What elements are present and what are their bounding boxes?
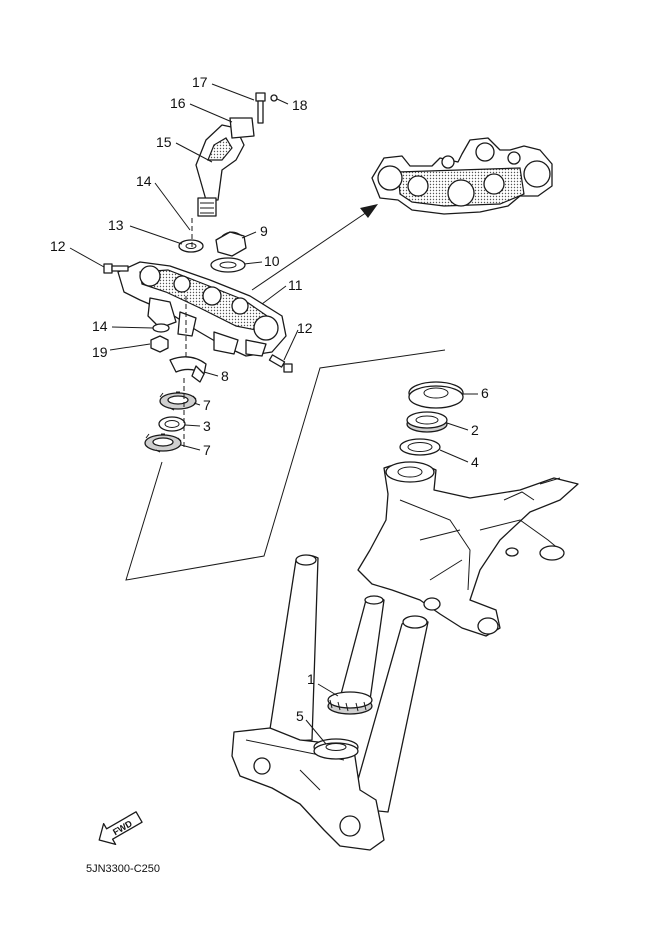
bolt-12-right (268, 354, 293, 373)
ring-nut-7-lower (144, 433, 182, 453)
callout-12: 12 (297, 320, 313, 336)
bearing-2 (406, 411, 448, 433)
upper-triple-clamp (117, 261, 287, 357)
nut-9 (215, 231, 247, 257)
seal-5 (313, 738, 359, 760)
ring-nut-7-upper (159, 391, 197, 411)
lower-fork-assembly (231, 554, 429, 851)
relation-line (125, 349, 446, 581)
callout-1: 1 (307, 671, 315, 687)
callout-11: 11 (288, 277, 303, 293)
washer-10 (210, 257, 246, 273)
callout-14: 14 (92, 318, 108, 334)
inset-arrow (251, 204, 378, 291)
nut-19 (150, 335, 169, 353)
alignment-line-stem (183, 218, 193, 450)
washer-14-lower (152, 323, 170, 333)
callout-15: 15 (156, 134, 172, 150)
callout-2: 2 (471, 422, 479, 438)
upper-clamp-inset (371, 137, 553, 215)
callout-9: 9 (260, 223, 268, 239)
callout-19: 19 (92, 344, 108, 360)
callout-13: 13 (108, 217, 124, 233)
callout-7: 7 (203, 442, 211, 458)
callout-5: 5 (296, 708, 304, 724)
callouts: 17 18 16 15 14 13 9 12 10 11 14 12 19 8 … (50, 74, 489, 724)
lock-washer-8 (169, 356, 207, 383)
callout-4: 4 (471, 454, 479, 470)
washer-3 (158, 416, 186, 432)
leader-lines (69, 83, 478, 745)
bearing-1 (327, 691, 373, 715)
bolt-12-left (103, 263, 129, 274)
callout-8: 8 (221, 368, 229, 384)
callout-17: 17 (192, 74, 208, 90)
callout-3: 3 (203, 418, 211, 434)
callout-7: 7 (203, 397, 211, 413)
callout-16: 16 (170, 95, 186, 111)
bolt-17 (255, 92, 266, 124)
callout-14: 14 (136, 173, 152, 189)
handlebar-riser (195, 117, 255, 217)
callout-18: 18 (292, 97, 308, 113)
washer-13 (178, 239, 204, 253)
dust-seal-6 (408, 381, 464, 409)
diagram-code: 5JN3300-C250 (86, 863, 160, 875)
callout-6: 6 (481, 385, 489, 401)
washer-18 (270, 94, 278, 102)
callout-12: 12 (50, 238, 66, 254)
race-4 (399, 438, 441, 456)
callout-10: 10 (264, 253, 280, 269)
frame (357, 461, 579, 637)
forward-arrow-icon: FWD (98, 811, 143, 846)
